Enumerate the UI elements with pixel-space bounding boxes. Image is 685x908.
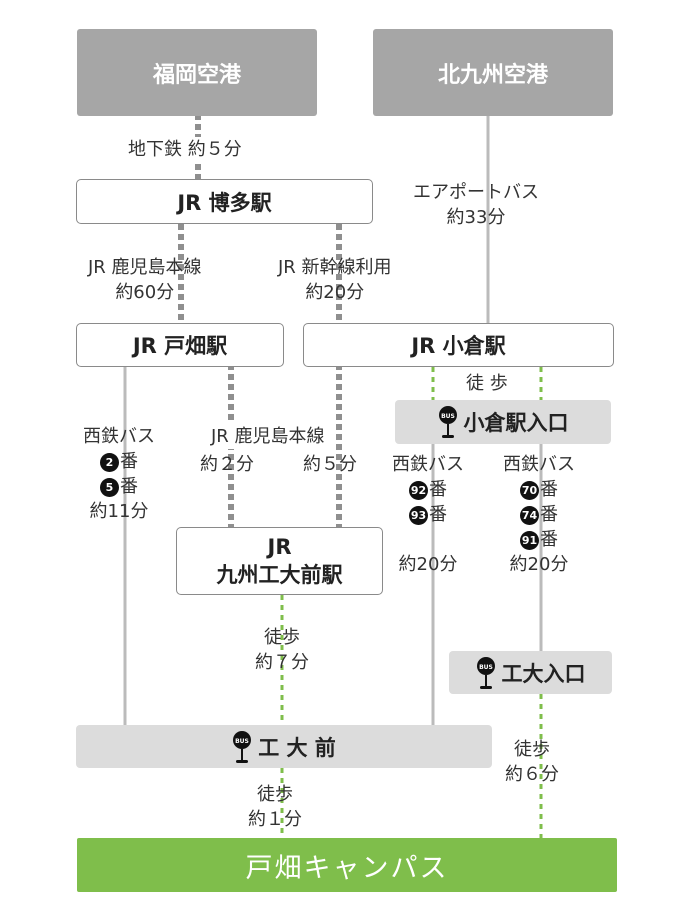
label-subway: 地下鉄 約５分 (128, 137, 242, 162)
rail-hakata-tobata (178, 224, 184, 324)
nishitetsu-right-time: 約20分 (509, 554, 569, 575)
kagoshima-mid-time2-text: 約５分 (303, 454, 357, 475)
hakata-station-box: JR 博多駅 (76, 179, 373, 224)
svg-text:BUS: BUS (479, 664, 493, 671)
kodai-mae-stop: BUS 工 大 前 (76, 725, 492, 768)
bus-number-suffix: 番 (120, 476, 138, 497)
walk-kokura-text: 徒 歩 (466, 373, 508, 394)
kokura-station-label: JR 小倉駅 (411, 334, 506, 358)
bus-stop-icon: BUS (233, 730, 252, 763)
fukuoka-airport-box: 福岡空港 (77, 29, 317, 116)
shinkansen-time: 約20分 (305, 282, 365, 303)
walk-campus-name: 徒歩 (257, 784, 293, 805)
nishitetsu-mid-time: 約20分 (398, 554, 458, 575)
bus-number-badge: 2 (100, 452, 119, 472)
shinkansen-name: JR 新幹線利用 (278, 257, 392, 278)
label-walk-campus: 徒歩 約１分 (248, 782, 302, 832)
svg-text:BUS: BUS (441, 413, 455, 420)
label-kagoshima-mid: JR 鹿児島本線 (211, 424, 325, 449)
walk-kodai-mae-name: 徒歩 (264, 627, 300, 648)
label-shinkansen: JR 新幹線利用 約20分 (278, 255, 392, 305)
kitakyushu-airport-label: 北九州空港 (437, 62, 548, 88)
bus-number-badge: 91 (520, 530, 539, 550)
bus-number-badge: 93 (409, 505, 428, 525)
kodai-iriguchi-stop: BUS 工大入口 (449, 651, 612, 694)
rail-hakata-kokura (336, 224, 342, 324)
tobata-station-box: JR 戸畑駅 (76, 323, 284, 367)
bus-number-suffix: 番 (540, 529, 558, 550)
kyushu-kodai-mae-line1: JR (267, 535, 292, 559)
walk-campus-time: 約１分 (248, 809, 302, 830)
bus-number-suffix: 番 (540, 504, 558, 525)
kagoshima-line-name: JR 鹿児島本線 (88, 257, 202, 278)
bus-number-badge: 74 (520, 505, 539, 525)
tobata-campus-box: 戸畑キャンパス (77, 838, 617, 892)
label-kagoshima-line: JR 鹿児島本線 約60分 (88, 255, 202, 305)
label-walk-kokura: 徒 歩 (466, 371, 508, 396)
bus-number-suffix: 番 (120, 451, 138, 472)
walk-kodai-mae-time: 約７分 (255, 652, 309, 673)
bus-number-suffix: 番 (429, 504, 447, 525)
tobata-station-label: JR 戸畑駅 (132, 334, 228, 358)
label-kagoshima-mid-time2: 約５分 (303, 452, 357, 477)
kagoshima-mid-time1-text: 約２分 (200, 454, 254, 475)
kagoshima-mid-name: JR 鹿児島本線 (211, 426, 325, 447)
kyushu-kodai-mae-station-box: JR 九州工大前駅 (176, 527, 383, 595)
tobata-campus-label: 戸畑キャンパス (245, 852, 449, 884)
hakata-station-label: JR 博多駅 (177, 190, 272, 215)
subway-time: 地下鉄 約５分 (128, 139, 242, 160)
kodai-mae-label: 工 大 前 (258, 735, 336, 760)
bus-stop-icon: BUS (476, 656, 495, 689)
bus-number-suffix: 番 (540, 479, 558, 500)
kagoshima-line-time: 約60分 (115, 282, 175, 303)
label-airport-bus: エアポートバス 約33分 (413, 180, 539, 230)
svg-text:BUS: BUS (235, 738, 249, 745)
bus-number-badge: 70 (520, 480, 539, 500)
nishitetsu-left-name: 西鉄バス (83, 426, 155, 447)
airport-bus-name: エアポートバス (413, 182, 539, 203)
bus-stop-icon: BUS (438, 406, 457, 438)
walk-kodai-iriguchi-name: 徒歩 (514, 739, 550, 760)
kodai-iriguchi-label: 工大入口 (501, 661, 586, 686)
rail-kokura-kyushukodaimae (336, 367, 342, 527)
label-walk-kodai-mae: 徒歩 約７分 (255, 625, 309, 675)
bus-number-suffix: 番 (429, 479, 447, 500)
kokura-eki-iriguchi-label: 小倉駅入口 (463, 411, 569, 435)
airport-bus-time: 約33分 (446, 207, 506, 228)
kokura-station-box: JR 小倉駅 (303, 323, 614, 367)
nishitetsu-left-time: 約11分 (89, 501, 149, 522)
fukuoka-airport-label: 福岡空港 (152, 62, 241, 88)
nishitetsu-right-name: 西鉄バス (503, 454, 575, 475)
bus-number-badge: 92 (409, 480, 428, 500)
kokura-eki-iriguchi-stop: BUS 小倉駅入口 (395, 400, 611, 444)
label-kagoshima-mid-time1: 約２分 (200, 452, 254, 477)
nishitetsu-mid-name: 西鉄バス (392, 454, 464, 475)
bus-number-badge: 5 (100, 477, 119, 497)
walk-kodai-iriguchi-time: 約６分 (505, 764, 559, 785)
kyushu-kodai-mae-line2: 九州工大前駅 (216, 563, 343, 587)
kitakyushu-airport-box: 北九州空港 (373, 29, 613, 116)
label-walk-kodai-iriguchi: 徒歩 約６分 (505, 737, 559, 787)
